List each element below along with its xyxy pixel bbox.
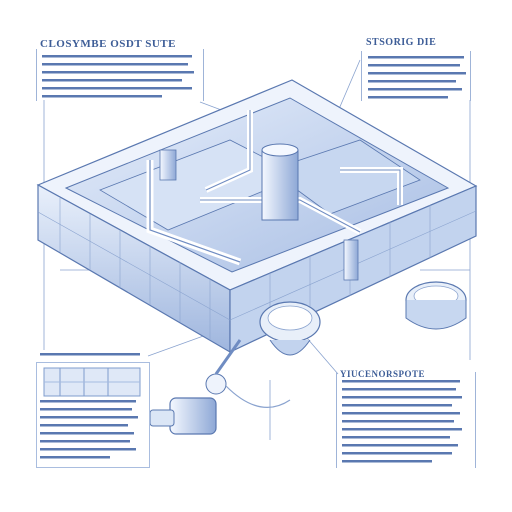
top-left-notes [42, 55, 194, 98]
pump-fixture [149, 339, 291, 435]
note-frame-bottom-left [36, 362, 150, 468]
title-top-right: STSORIG DIE [366, 37, 437, 48]
note-frame-top-left [36, 49, 204, 101]
bottom-right-notes [342, 380, 462, 463]
inner-plumbing [99, 110, 421, 281]
bottom-left-thumbnail [43, 367, 141, 397]
note-frame-top-right [361, 51, 471, 101]
title-bottom-right: YIUCENORSPOTE [340, 369, 426, 379]
top-right-notes [368, 56, 466, 99]
note-frame-bottom-right [336, 372, 476, 468]
title-top-left: CLOSYMBE OSDT SUTE [40, 38, 176, 50]
bottom-left-notes [40, 353, 140, 459]
toilet-fixture [259, 301, 321, 356]
sink-bowl-right [405, 281, 467, 330]
